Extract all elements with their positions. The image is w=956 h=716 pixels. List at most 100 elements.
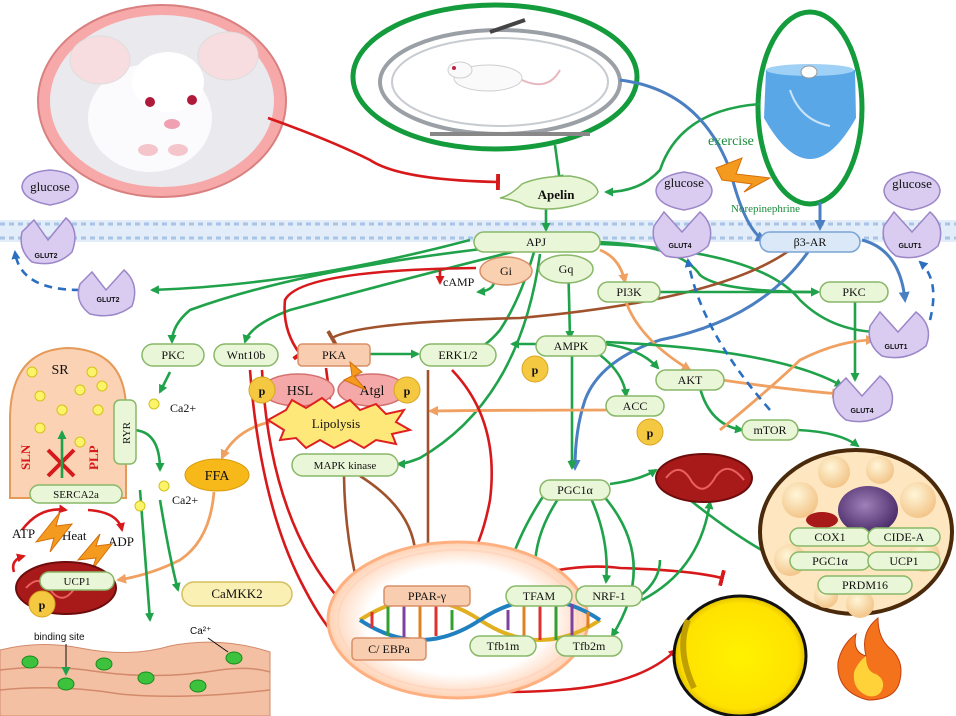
erk-label: ERK1/2: [438, 348, 477, 362]
akt-node: AKT: [655, 369, 725, 391]
acc-label: ACC: [623, 399, 648, 413]
pkc-left-node: PKC: [141, 343, 205, 367]
tfb1m-node: Tfb1m: [469, 635, 537, 657]
phospho-ampk-label: p: [532, 363, 539, 377]
hsl-label: HSL: [287, 384, 313, 399]
glucose-left-label: glucose: [30, 179, 70, 194]
cidea-label: CIDE-A: [884, 530, 925, 544]
glut1-bottom-label: GLUT1: [885, 344, 908, 351]
atp-arrow: [20, 504, 68, 531]
ucp1-left-node: UCP1: [39, 571, 115, 591]
running-wheel-icon: [350, 2, 640, 152]
pi3k-node: PI3K: [597, 281, 661, 303]
nrf1-label: NRF-1: [592, 589, 625, 603]
tfb2m-node: Tfb2m: [555, 635, 623, 657]
nrf1-node: NRF-1: [575, 585, 643, 607]
cebpa-label: C/ EBPa: [368, 642, 410, 656]
atgl-label: Atgl: [360, 384, 385, 399]
calcium-dot: [158, 480, 170, 492]
ffa-label: FFA: [205, 469, 231, 484]
wnt10b-node: Wnt10b: [213, 343, 279, 367]
mtor-node: mTOR: [741, 419, 799, 441]
pgc1a-node: PGC1α: [539, 479, 611, 501]
pka-label: PKA: [322, 348, 346, 362]
white-adipocyte-icon: [672, 594, 808, 716]
gi-node: Gi: [479, 256, 533, 286]
cox1-label: COX1: [814, 530, 845, 544]
glucose-drop-mid: glucose: [655, 171, 713, 211]
flame-icon: [837, 616, 902, 701]
pkc-left-label: PKC: [161, 348, 184, 362]
swimming-mouse-icon: [755, 9, 865, 207]
lightning-icon-pka: [342, 360, 367, 391]
ampk-node: AMPK: [535, 335, 607, 357]
sarcoplasmic-reticulum: SR: [9, 346, 127, 499]
apj-node: APJ: [473, 231, 601, 253]
glut2-bottom: GLUT2: [77, 268, 136, 317]
tfb1m-label: Tfb1m: [487, 639, 520, 653]
sln-label: SLN: [18, 444, 33, 470]
camkk2-label: CaMKK2: [211, 586, 262, 601]
heat-label: Heat: [62, 528, 87, 543]
acc-node: ACC: [605, 395, 665, 417]
apelin-label: Apelin: [538, 187, 576, 202]
lightning-icon-heat: [34, 511, 114, 571]
phospho-acc: p: [636, 418, 664, 446]
pparg-node: PPAR-γ: [383, 585, 471, 607]
cox1-node: COX1: [789, 527, 871, 547]
glut1-top-label: GLUT1: [899, 243, 922, 250]
atp-label: ATP: [12, 526, 35, 541]
ucp1-cell-node: UCP1: [867, 551, 941, 571]
phospho-hsl-label: p: [259, 384, 266, 398]
serca-label: SERCA2a: [53, 489, 99, 501]
sr-label: SR: [51, 363, 69, 378]
b3ar-node: β3-AR: [759, 231, 861, 253]
phospho-atgl-label: p: [404, 384, 411, 398]
camp-label: cAMP: [443, 275, 475, 289]
mitochondrion-icon: [655, 453, 753, 503]
apelin-node: Apelin: [499, 175, 599, 210]
tfam-label: TFAM: [523, 589, 556, 603]
pi3k-label: PI3K: [616, 285, 642, 299]
nucleus-region: [326, 540, 590, 700]
exercise-label: exercise: [708, 134, 754, 149]
cebpa-node: C/ EBPa: [351, 637, 427, 661]
phospho-atgl: p: [393, 376, 421, 404]
phospho-ampk: p: [521, 355, 549, 383]
mouse-photo-icon: [37, 4, 287, 198]
glut1-top: GLUT1: [882, 210, 942, 259]
pgc1a-cell-label: PGC1α: [812, 554, 848, 568]
ryr-node: RYR: [113, 399, 137, 465]
glut4-top: GLUT4: [652, 210, 712, 259]
serca-node: SERCA2a: [29, 484, 123, 504]
phospho-acc-label: p: [647, 426, 654, 440]
glut4-top-label: GLUT4: [669, 243, 692, 250]
erk-node: ERK1/2: [419, 343, 497, 367]
glut4-bottom-label: GLUT4: [851, 408, 874, 415]
apj-label: APJ: [526, 235, 546, 249]
hsl-node: HSL: [261, 373, 335, 407]
adp-label: ADP: [108, 534, 134, 549]
ryr-label: RYR: [121, 421, 133, 444]
prdm16-label: PRDM16: [842, 578, 888, 592]
calcium-dot: [134, 500, 146, 512]
ca2-pointer: [207, 637, 229, 653]
plp-label: PLP: [86, 445, 101, 470]
b3ar-label: β3-AR: [794, 235, 827, 249]
mapk-node: MAPK kinase: [291, 453, 399, 477]
gq-node: Gq: [538, 254, 594, 284]
phospho-ucp1: p: [28, 590, 56, 618]
glucose-mid-label: glucose: [664, 175, 704, 190]
glut2-bottom-label: GLUT2: [97, 297, 120, 304]
pgc1a-cell-node: PGC1α: [789, 551, 871, 571]
pparg-label: PPAR-γ: [408, 589, 447, 603]
glut1-bottom: GLUT1: [868, 310, 930, 359]
camkk2-node: CaMKK2: [181, 581, 293, 607]
phospho-hsl: p: [248, 376, 276, 404]
gi-label: Gi: [500, 264, 513, 278]
ca-lower-label: Ca2+: [172, 493, 198, 507]
muscle-fiber-icon: [0, 641, 271, 716]
glut2-top-label: GLUT2: [35, 253, 58, 260]
pgc1a-label: PGC1α: [557, 483, 593, 497]
